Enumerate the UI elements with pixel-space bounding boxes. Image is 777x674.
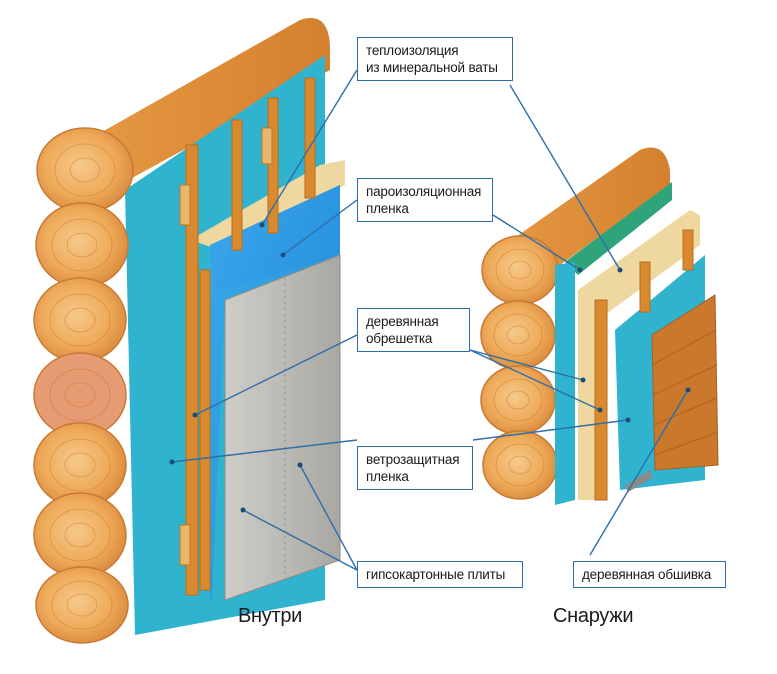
callout-wind-barrier: ветрозащитная пленка: [357, 446, 473, 490]
leader-lines: [171, 69, 689, 571]
callout-line: деревянная: [366, 314, 439, 329]
drywall-inside: [224, 254, 341, 601]
callout-line: обрешетка: [366, 331, 433, 346]
label-outside: Снаружи: [553, 605, 634, 627]
leader-dots: [169, 222, 691, 513]
top-log: [70, 18, 330, 190]
callout-line: ветрозащитная: [366, 452, 460, 467]
callout-wood-lathing: деревянная обрешетка: [357, 308, 470, 352]
log-ends-outside: [480, 235, 559, 500]
cladding-outside: [651, 294, 719, 471]
callout-line: пленка: [366, 469, 409, 484]
outside-wall: [480, 147, 719, 505]
callout-line: деревянная обшивка: [582, 567, 712, 582]
callout-line: гипсокартонные плиты: [366, 567, 506, 582]
callout-thermal-insulation: теплоизоляция из минеральной ваты: [357, 37, 513, 81]
top-log-outside: [490, 147, 670, 265]
insulation-outside: [578, 210, 700, 500]
inside-wall: [33, 18, 345, 644]
callout-drywall: гипсокартонные плиты: [357, 561, 523, 588]
lathing-outside: [594, 229, 694, 501]
log-ends-inside: [33, 127, 134, 644]
callout-line: пленка: [366, 201, 409, 216]
lathing-inside: [185, 77, 316, 596]
callout-line: теплоизоляция: [366, 43, 459, 58]
callout-vapor-barrier: пароизоляционная пленка: [357, 178, 493, 222]
callout-line: из минеральной ваты: [366, 60, 498, 75]
callout-line: пароизоляционная: [366, 184, 482, 199]
label-inside: Внутри: [238, 605, 303, 627]
green-film-outside: [565, 182, 672, 275]
callout-wood-cladding: деревянная обшивка: [573, 561, 726, 588]
